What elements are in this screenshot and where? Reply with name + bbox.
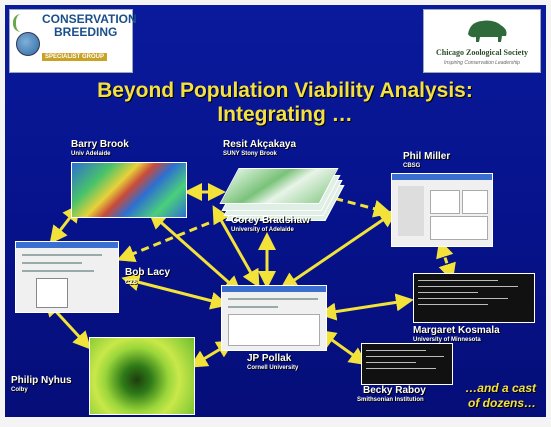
tagline-line1: …and a cast [465, 381, 536, 395]
person-name-nyhus: Philip Nyhus [11, 375, 72, 386]
affiliation-miller: CBSG [403, 163, 421, 169]
affiliation-brook: Univ Adelaide [71, 151, 111, 157]
person-name-kosmala: Margaret Kosmala [413, 325, 500, 336]
arrow-akcakaya-pollak [212, 205, 260, 288]
person-name-bradshaw: Corey Bradshaw [231, 215, 310, 226]
person-name-raboy: Becky Raboy [363, 385, 426, 396]
person-name-miller: Phil Miller [403, 151, 451, 162]
person-name-akcakaya: Resit Akçakaya [223, 139, 297, 150]
arrow-miller-kosmala [436, 239, 456, 282]
presentation-slide: CONSERVATION BREEDING SPECIALIST GROUP C… [5, 5, 546, 417]
climate-map-thumbnail [71, 162, 187, 218]
software-screenshot-lacy [15, 241, 119, 313]
globe-icon [16, 32, 40, 56]
affiliation-raboy: Smithsonian Institution [357, 397, 424, 403]
cbsg-line1: CONSERVATION [42, 12, 137, 26]
affiliation-lacy: CZS [125, 280, 137, 286]
czs-name: Chicago Zoological Society [436, 48, 528, 57]
slide-title-line1: Beyond Population Viability Analysis: [97, 79, 473, 102]
bison-icon [468, 20, 507, 42]
arrow-pollak-raboy [317, 329, 368, 366]
cbsg-logo: CONSERVATION BREEDING SPECIALIST GROUP [9, 9, 137, 73]
cbsg-logo-text: CONSERVATION BREEDING [42, 13, 137, 39]
terminal-screenshot-kosmala [413, 273, 535, 323]
habitat-map-thumbnail [89, 337, 195, 415]
arrow-kosmala-pollak [318, 293, 414, 321]
arrow-miller-pollak [279, 209, 398, 291]
person-name-brook: Barry Brook [71, 139, 129, 150]
affiliation-nyhus: Colby [11, 387, 28, 393]
tagline: …and a cast of dozens… [465, 381, 536, 411]
connection-arrows [43, 183, 456, 368]
software-screenshot-miller [391, 173, 493, 247]
slide-title-line2: Integrating … [217, 103, 353, 126]
terminal-screenshot-raboy [361, 343, 453, 385]
czs-tagline: Inspiring Conservation Leadership [444, 60, 520, 66]
affiliation-kosmala: University of Minnesota [413, 337, 481, 343]
software-screenshot-pollak [221, 285, 327, 351]
cbsg-line2: BREEDING [54, 25, 118, 39]
person-name-lacy: Bob Lacy [125, 267, 171, 278]
czs-logo: Chicago Zoological Society Inspiring Con… [423, 9, 541, 73]
map-layer-top [219, 168, 339, 204]
affiliation-pollak: Cornell University [247, 365, 299, 371]
person-name-pollak: JP Pollak [247, 353, 292, 364]
tagline-line2: of dozens… [468, 396, 536, 410]
affiliation-bradshaw: University of Adelaide [231, 227, 294, 233]
leaf-icon [13, 14, 30, 32]
arrow-lacy-pollak [121, 273, 229, 310]
cbsg-subtitle: SPECIALIST GROUP [42, 53, 108, 61]
arrow-akcakaya-lacy [116, 221, 210, 262]
affiliation-akcakaya: SUNY Stony Brook [223, 151, 277, 157]
